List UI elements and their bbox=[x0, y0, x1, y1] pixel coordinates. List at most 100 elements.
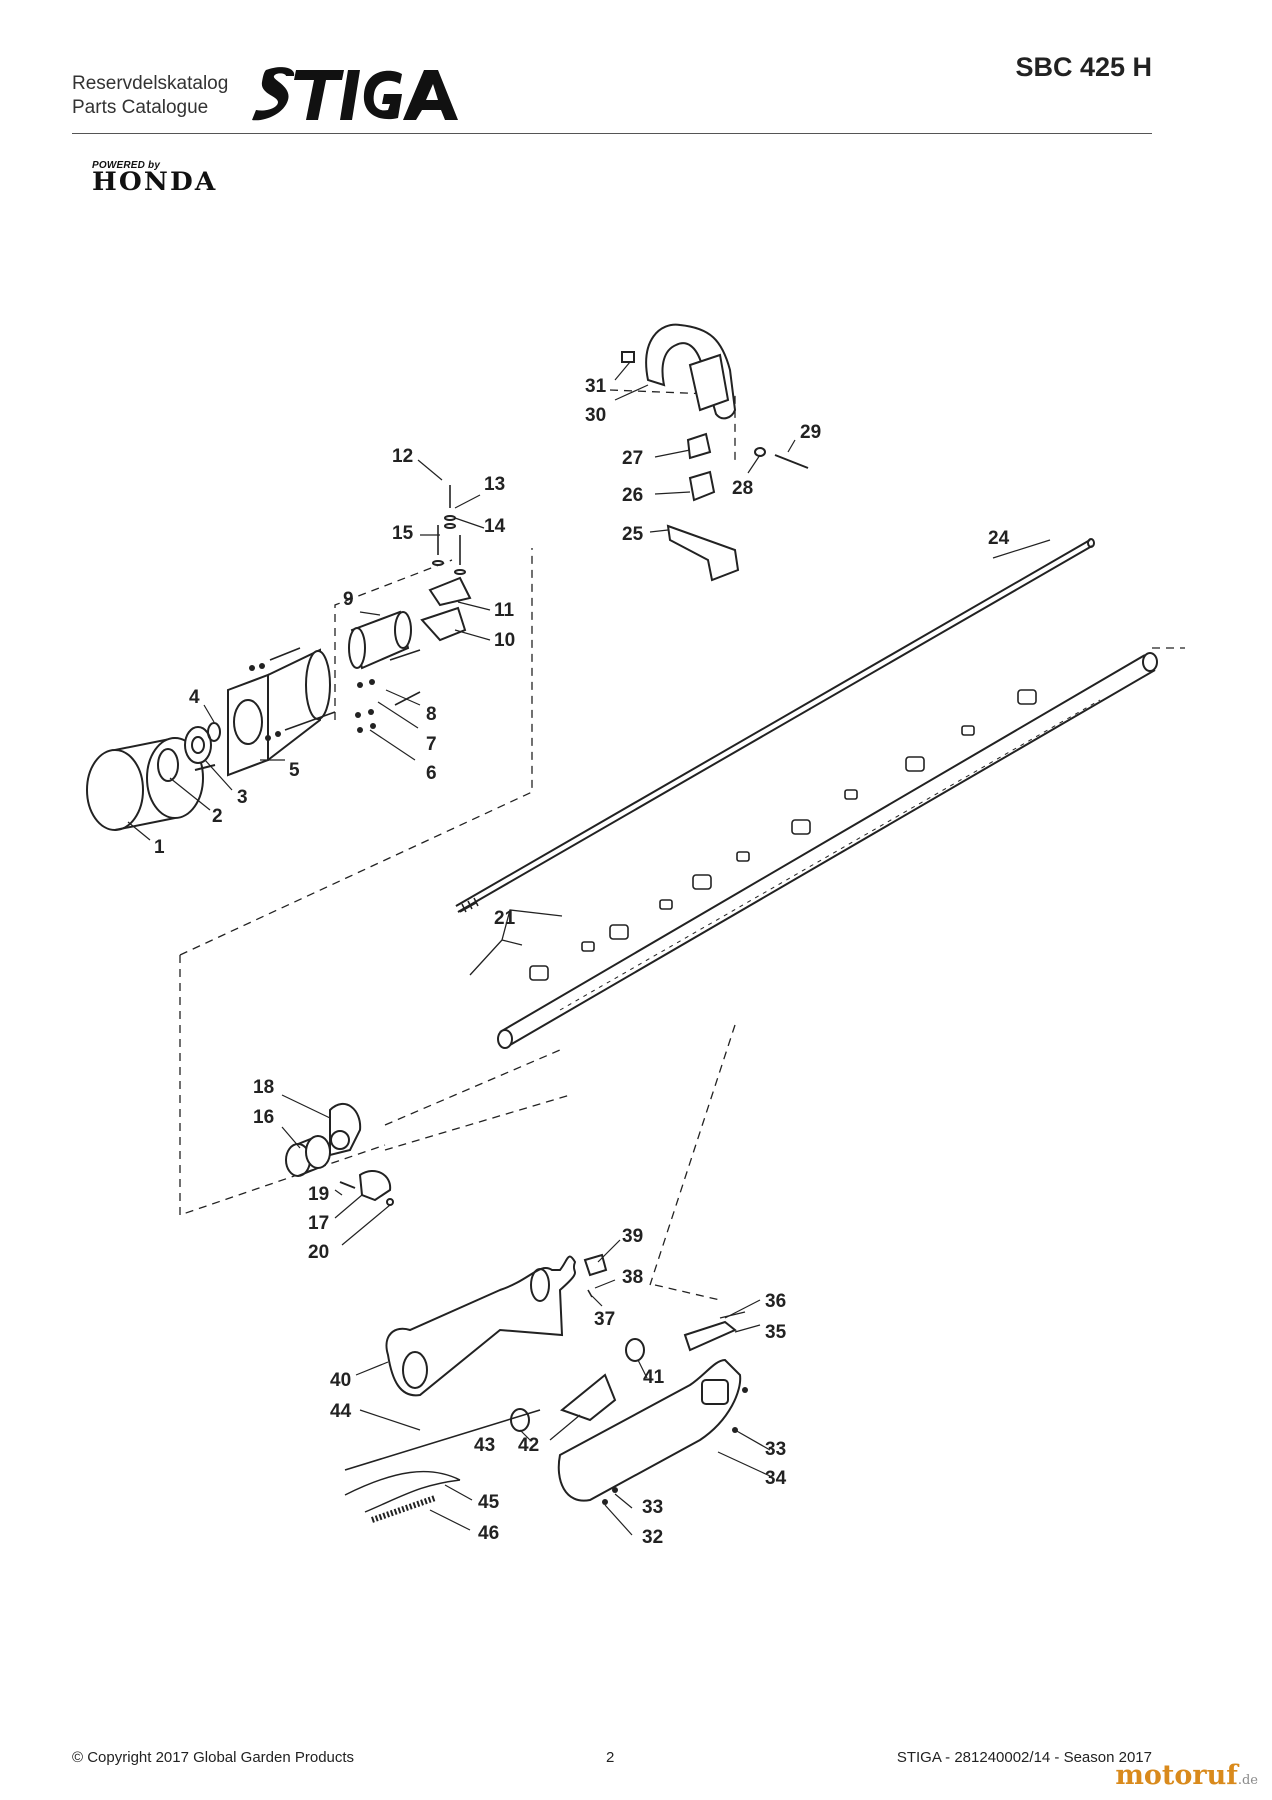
callout-39: 39 bbox=[622, 1226, 643, 1247]
footer-reference: STIGA - 281240002/14 - Season 2017 bbox=[896, 1749, 1152, 1766]
circlip bbox=[157, 748, 179, 782]
ring-41 bbox=[625, 1338, 645, 1362]
callout-10: 10 bbox=[494, 630, 515, 651]
callout-40: 40 bbox=[330, 1370, 351, 1391]
handle-clamp bbox=[688, 470, 716, 502]
callout-26: 26 bbox=[622, 485, 643, 506]
callout-32: 32 bbox=[642, 1527, 663, 1548]
clamp-washers bbox=[432, 515, 466, 575]
callout-17: 17 bbox=[308, 1213, 329, 1234]
clamp-bolts bbox=[437, 485, 461, 565]
callout-16: 16 bbox=[253, 1107, 274, 1128]
drive-shaft bbox=[455, 538, 1095, 913]
leader-lines bbox=[127, 361, 1051, 1536]
callout-34: 34 bbox=[765, 1468, 787, 1489]
callout-25: 25 bbox=[622, 524, 644, 545]
callout-14: 14 bbox=[484, 516, 506, 537]
catalog-label-sv: Reservdelskatalog bbox=[72, 73, 229, 94]
stiga-logo bbox=[252, 67, 458, 121]
callout-18: 18 bbox=[253, 1077, 274, 1098]
throttle-cable bbox=[344, 1409, 541, 1471]
callout-21: 21 bbox=[494, 908, 516, 929]
clamp-17 bbox=[358, 1170, 392, 1202]
ring-43 bbox=[510, 1408, 530, 1432]
callout-24: 24 bbox=[988, 528, 1010, 549]
callout-31: 31 bbox=[585, 376, 607, 397]
clamp-upper bbox=[428, 576, 472, 607]
callout-43: 43 bbox=[474, 1435, 495, 1456]
shaft-bushings bbox=[529, 689, 1037, 981]
handle-nut bbox=[621, 351, 635, 363]
callout-15: 15 bbox=[392, 523, 414, 544]
lever-pin bbox=[719, 1311, 746, 1319]
footer-copyright: © Copyright 2017 Global Garden Products bbox=[72, 1749, 355, 1766]
assembly-guides bbox=[179, 389, 1185, 1301]
handle-casing-lower bbox=[385, 1255, 577, 1397]
corrugated-tube bbox=[371, 1495, 436, 1523]
motoruf-watermark: motoruf.de bbox=[1115, 1760, 1258, 1791]
switch-39 bbox=[583, 1253, 608, 1277]
callout-46: 46 bbox=[478, 1523, 499, 1544]
callout-36: 36 bbox=[765, 1291, 786, 1312]
callout-11: 11 bbox=[494, 600, 515, 621]
throttle-trigger bbox=[559, 1373, 617, 1422]
callout-3: 3 bbox=[237, 787, 248, 808]
callout-numbers: 1 2 3 4 5 6 7 8 9 10 11 12 13 14 15 16 1… bbox=[154, 376, 1010, 1548]
model-title: SBC 425 H bbox=[1015, 52, 1152, 82]
handle-washer bbox=[754, 447, 766, 457]
catalog-label-en: Parts Catalogue bbox=[72, 97, 209, 118]
bearing-bore bbox=[191, 736, 205, 754]
handle-bracket-18 bbox=[329, 1102, 362, 1157]
callout-38: 38 bbox=[622, 1267, 643, 1288]
powered-by-label: POWERED by bbox=[92, 160, 161, 171]
outer-tube bbox=[497, 652, 1158, 1049]
callout-33a: 33 bbox=[642, 1497, 663, 1518]
nut-20 bbox=[386, 1198, 394, 1206]
callout-2: 2 bbox=[212, 806, 223, 827]
callout-4: 4 bbox=[189, 687, 200, 708]
callout-19: 19 bbox=[308, 1184, 329, 1205]
stop-wire bbox=[344, 1470, 461, 1496]
catalog-label: Reservdelskatalog Parts Catalogue bbox=[72, 72, 228, 120]
callout-29: 29 bbox=[800, 422, 821, 443]
callout-33b: 33 bbox=[765, 1439, 786, 1460]
gear-housing bbox=[227, 648, 331, 777]
loop-handle bbox=[645, 323, 737, 420]
callout-1: 1 bbox=[154, 837, 165, 858]
callout-12: 12 bbox=[392, 446, 413, 467]
bearing bbox=[184, 726, 212, 764]
callout-8: 8 bbox=[426, 704, 437, 725]
powered-by-honda-logo: POWERED by HONDA bbox=[92, 160, 215, 196]
footer-page-number: 2 bbox=[606, 1749, 615, 1766]
spring-38 bbox=[587, 1289, 593, 1298]
throttle-lever bbox=[683, 1320, 737, 1352]
callout-42: 42 bbox=[518, 1435, 539, 1456]
shaft-sleeve bbox=[348, 610, 412, 670]
handle-spacer bbox=[666, 524, 740, 582]
callout-9: 9 bbox=[343, 589, 354, 610]
callout-37: 37 bbox=[594, 1309, 615, 1330]
clamp-lower bbox=[420, 606, 467, 642]
honda-brand: HONDA bbox=[92, 167, 218, 196]
callout-41: 41 bbox=[643, 1367, 665, 1388]
screw-19 bbox=[339, 1181, 356, 1189]
housing-bolts bbox=[269, 647, 421, 731]
clutch-drum bbox=[86, 737, 216, 831]
handle-bolt bbox=[774, 454, 809, 469]
part-21-bracket bbox=[469, 909, 563, 976]
callout-7: 7 bbox=[426, 734, 437, 755]
callout-20: 20 bbox=[308, 1242, 329, 1263]
callout-27: 27 bbox=[622, 448, 643, 469]
watermark-name: motoruf bbox=[1115, 1760, 1238, 1791]
nuts bbox=[249, 663, 376, 741]
callout-5: 5 bbox=[289, 760, 300, 781]
callout-44: 44 bbox=[330, 1401, 352, 1422]
clamp-cap bbox=[686, 432, 712, 460]
handle-casing-upper bbox=[557, 1358, 742, 1502]
callout-13: 13 bbox=[484, 474, 505, 495]
watermark-tld: .de bbox=[1237, 1773, 1258, 1788]
callout-30: 30 bbox=[585, 405, 606, 426]
callout-45: 45 bbox=[478, 1492, 500, 1513]
small-washer bbox=[207, 722, 221, 742]
